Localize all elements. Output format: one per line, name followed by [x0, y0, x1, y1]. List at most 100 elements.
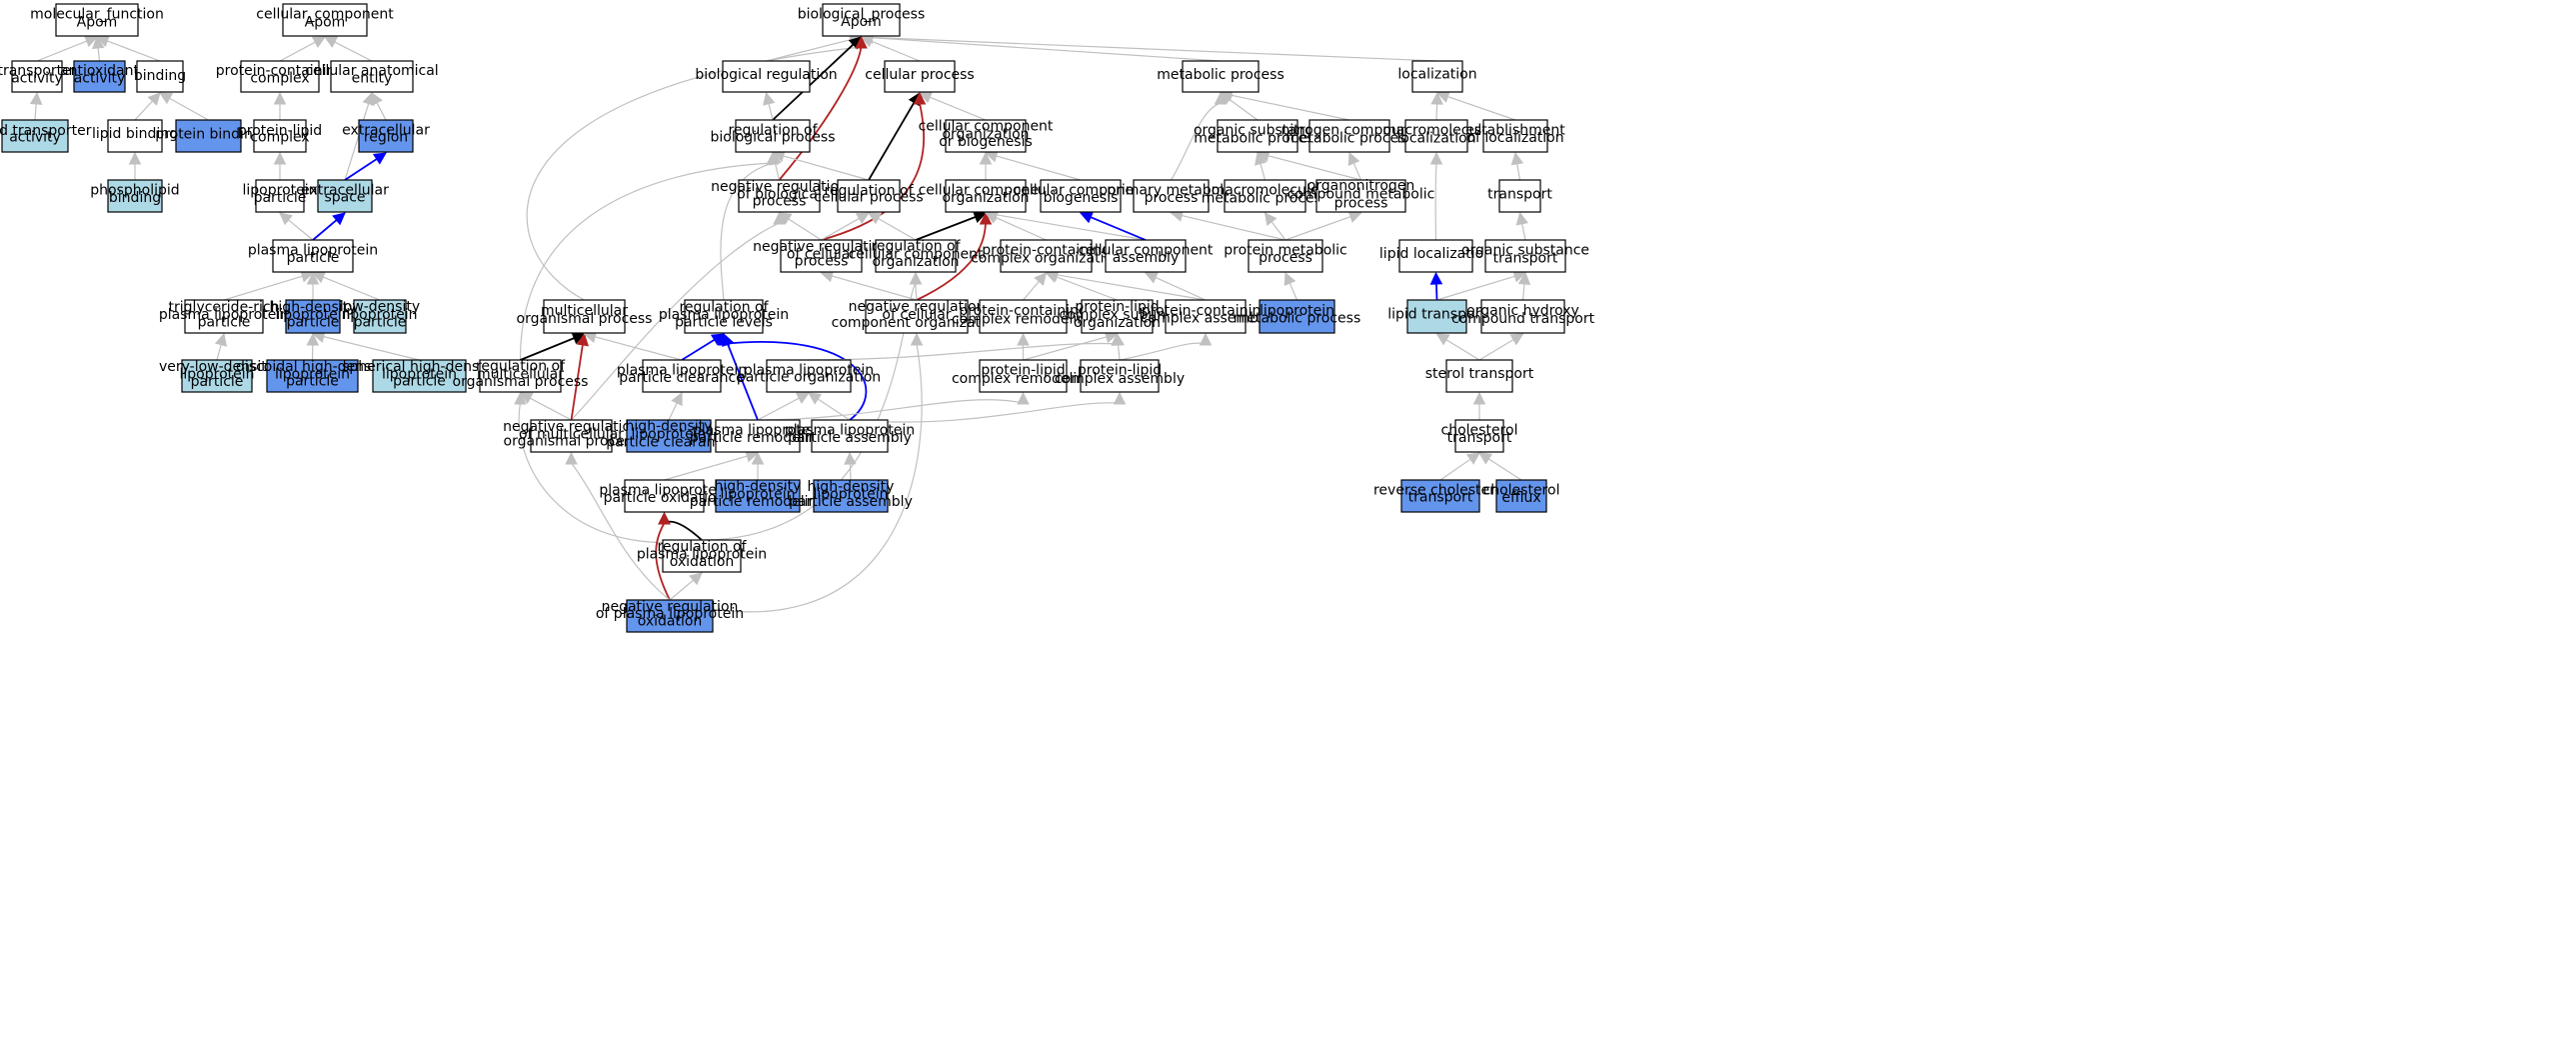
node-lipid-binding[interactable]: lipid binding [92, 119, 178, 153]
node-spherical-hdl[interactable]: spherical high-densitylipoproteinparticl… [342, 359, 497, 393]
edge-line [322, 276, 381, 301]
node-transport[interactable]: transport [1487, 179, 1552, 213]
node-label-line: plasma lipoprotein [693, 423, 823, 439]
node-label-line: of cellular [882, 307, 951, 323]
node-label-line: cholesterol [1441, 423, 1518, 439]
edge-is-a [849, 391, 1127, 423]
edge-arrowhead [910, 332, 924, 346]
node-label-line: high-density [626, 418, 713, 434]
node-binding[interactable]: binding [134, 60, 186, 93]
edge-is-a [1285, 210, 1362, 241]
edge-arrowhead [1510, 151, 1524, 166]
node-metabolic-process[interactable]: metabolic process [1157, 60, 1285, 93]
edge-line [519, 162, 774, 361]
node-protein-binding[interactable]: protein binding [155, 119, 262, 153]
node-box [175, 119, 242, 153]
edge-line [1434, 162, 1437, 241]
node-localization[interactable]: localization [1397, 60, 1477, 93]
edge-line [916, 222, 987, 301]
edge-line [1154, 276, 1207, 301]
node-box [1000, 239, 1093, 273]
node-lipid-localization[interactable]: lipid localization [1379, 239, 1492, 273]
node-lipid-transport[interactable]: lipid transport [1387, 299, 1486, 334]
edge-line [669, 578, 695, 601]
edge-part-of [717, 332, 868, 421]
node-label-line: very-low-density [159, 359, 275, 375]
edge-line [322, 335, 420, 361]
edge-is-a [1119, 332, 1213, 361]
node-sterol-transport[interactable]: sterol transport [1425, 359, 1534, 393]
node-biological-regulation[interactable]: biological regulation [695, 60, 838, 93]
node-label-line: high-density [808, 479, 895, 495]
node-label-line: establishment [1465, 123, 1565, 139]
edge-arrowhead [979, 151, 993, 165]
edge-line [376, 101, 387, 121]
node-cellular-process[interactable]: cellular process [865, 60, 975, 93]
edge-arrowhead [1034, 272, 1048, 286]
node-discoidal-hdl[interactable]: discoidal high-densitylipoproteinparticl… [236, 359, 389, 393]
